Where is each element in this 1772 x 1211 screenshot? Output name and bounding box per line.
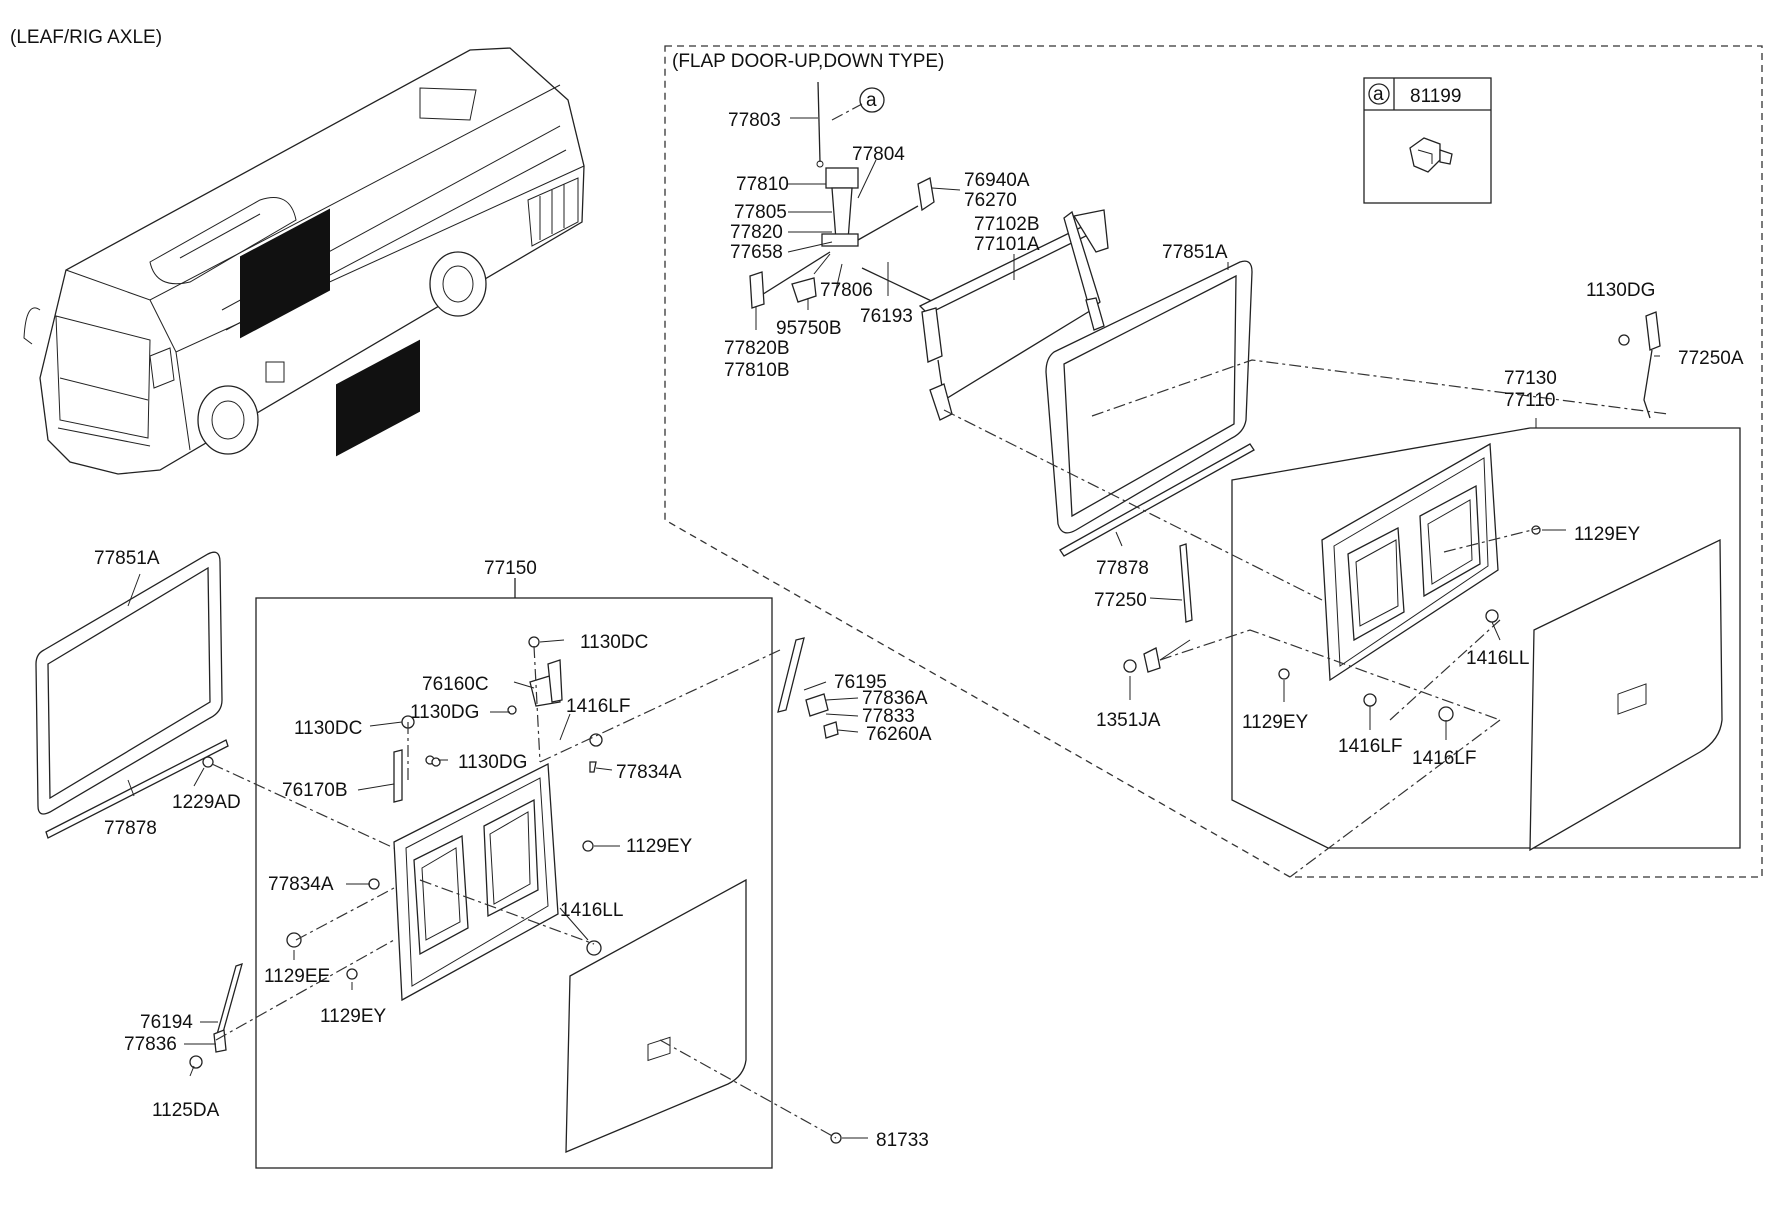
label-76193: 76193 — [860, 306, 913, 327]
weatherstrip-upper — [1045, 260, 1253, 534]
main-door-panel-box — [255, 597, 773, 1169]
bracket-1351ja — [1143, 647, 1161, 673]
label-77820b: 77820B — [724, 338, 790, 359]
label-77803: 77803 — [728, 110, 781, 131]
label-77810b: 77810B — [724, 360, 790, 381]
label-77130: 77130 — [1504, 368, 1557, 389]
washer-1351ja — [1123, 659, 1137, 673]
label-77806: 77806 — [820, 280, 873, 301]
label-77250a: 77250A — [1678, 348, 1744, 369]
bus-illustration — [23, 47, 585, 475]
label-1229ad: 1229AD — [172, 792, 241, 813]
rod-77250 — [1179, 543, 1193, 623]
label-77836: 77836 — [124, 1034, 177, 1055]
flap-rod-right — [1618, 311, 1661, 419]
label-77658: 77658 — [730, 242, 783, 263]
flap-mechanism — [749, 81, 1109, 421]
label-76270: 76270 — [964, 190, 1017, 211]
label-1129ey-a: 1129EY — [1574, 524, 1641, 545]
label-77834a-b: 77834A — [268, 874, 334, 895]
callout-circle-a — [859, 87, 885, 113]
leader-solid — [127, 117, 1660, 1139]
label-1416lf-a: 1416LF — [1338, 736, 1402, 757]
flap-door-boundary — [664, 45, 1763, 878]
legend-box: a 81199 — [1363, 77, 1492, 204]
label-1416ll-lower: 1416LL — [560, 900, 623, 921]
label-77150: 77150 — [484, 558, 537, 579]
strut-76195 — [777, 637, 805, 713]
label-77851a-lower: 77851A — [94, 548, 160, 569]
label-76170b: 76170B — [282, 780, 348, 801]
legend-part-code: 81199 — [1410, 86, 1461, 107]
flap-door-frame — [1321, 442, 1499, 682]
weatherstrip-lower — [35, 551, 223, 815]
part-labels: 77803 77804 77810 77805 77820 77658 7694… — [94, 110, 1744, 1151]
label-1130dg-upper: 1130DG — [1586, 280, 1655, 301]
label-1130dc-a: 1130DC — [580, 632, 648, 653]
label-77851a-upper: 77851A — [1162, 242, 1228, 263]
label-1129ey-c: 1129EY — [626, 836, 693, 857]
label-77110: 77110 — [1504, 390, 1555, 411]
label-77878-upper: 77878 — [1096, 558, 1149, 579]
label-77804: 77804 — [852, 144, 905, 165]
label-81733: 81733 — [876, 1130, 929, 1151]
label-77810: 77810 — [736, 174, 789, 195]
header-flap-door: (FLAP DOOR-UP,DOWN TYPE) — [672, 51, 944, 72]
label-77101a: 77101A — [974, 234, 1040, 255]
label-76260a: 76260A — [866, 724, 932, 745]
clip-icon — [1409, 137, 1453, 173]
label-77878-lower: 77878 — [104, 818, 157, 839]
label-77250: 77250 — [1094, 590, 1147, 611]
label-1416lf-b: 1416LF — [1412, 748, 1476, 769]
label-77833: 77833 — [862, 706, 915, 727]
label-76195: 76195 — [834, 672, 887, 693]
flap-door-panel-box — [1231, 427, 1741, 849]
label-1125da: 1125DA — [152, 1100, 220, 1121]
label-1130dg-b: 1130DG — [458, 752, 527, 773]
label-1129ee: 1129EE — [264, 966, 330, 987]
label-77102b: 77102B — [974, 214, 1040, 235]
label-76194: 76194 — [140, 1012, 193, 1033]
leader-dashed — [211, 359, 1669, 1139]
label-95750b: 95750B — [776, 318, 842, 339]
main-door-frame — [393, 762, 559, 1002]
main-door-skin — [565, 878, 747, 1153]
seal-strip-lower — [45, 739, 229, 839]
label-1351ja: 1351JA — [1096, 710, 1161, 731]
header-leaf-rig-axle: (LEAF/RIG AXLE) — [10, 27, 162, 48]
label-77834a-a: 77834A — [616, 762, 682, 783]
label-76160c: 76160C — [422, 674, 489, 695]
legend-circle-letter: a — [1373, 84, 1384, 105]
label-77805: 77805 — [734, 202, 787, 223]
label-76940a: 76940A — [964, 170, 1030, 191]
label-1130dg-a: 1130DG — [410, 702, 479, 723]
callout-letter-a: a — [866, 90, 877, 111]
seal-strip-upper — [1059, 443, 1255, 557]
label-77836a: 77836A — [862, 688, 928, 709]
label-1129ey-d: 1129EY — [320, 1006, 387, 1027]
label-1416lf-c: 1416LF — [566, 696, 630, 717]
flap-door-skin — [1529, 538, 1723, 852]
label-1129ey-b: 1129EY — [1242, 712, 1309, 733]
label-1130dc-b: 1130DC — [294, 718, 362, 739]
label-77820: 77820 — [730, 222, 783, 243]
label-1416ll-upper: 1416LL — [1466, 648, 1529, 669]
